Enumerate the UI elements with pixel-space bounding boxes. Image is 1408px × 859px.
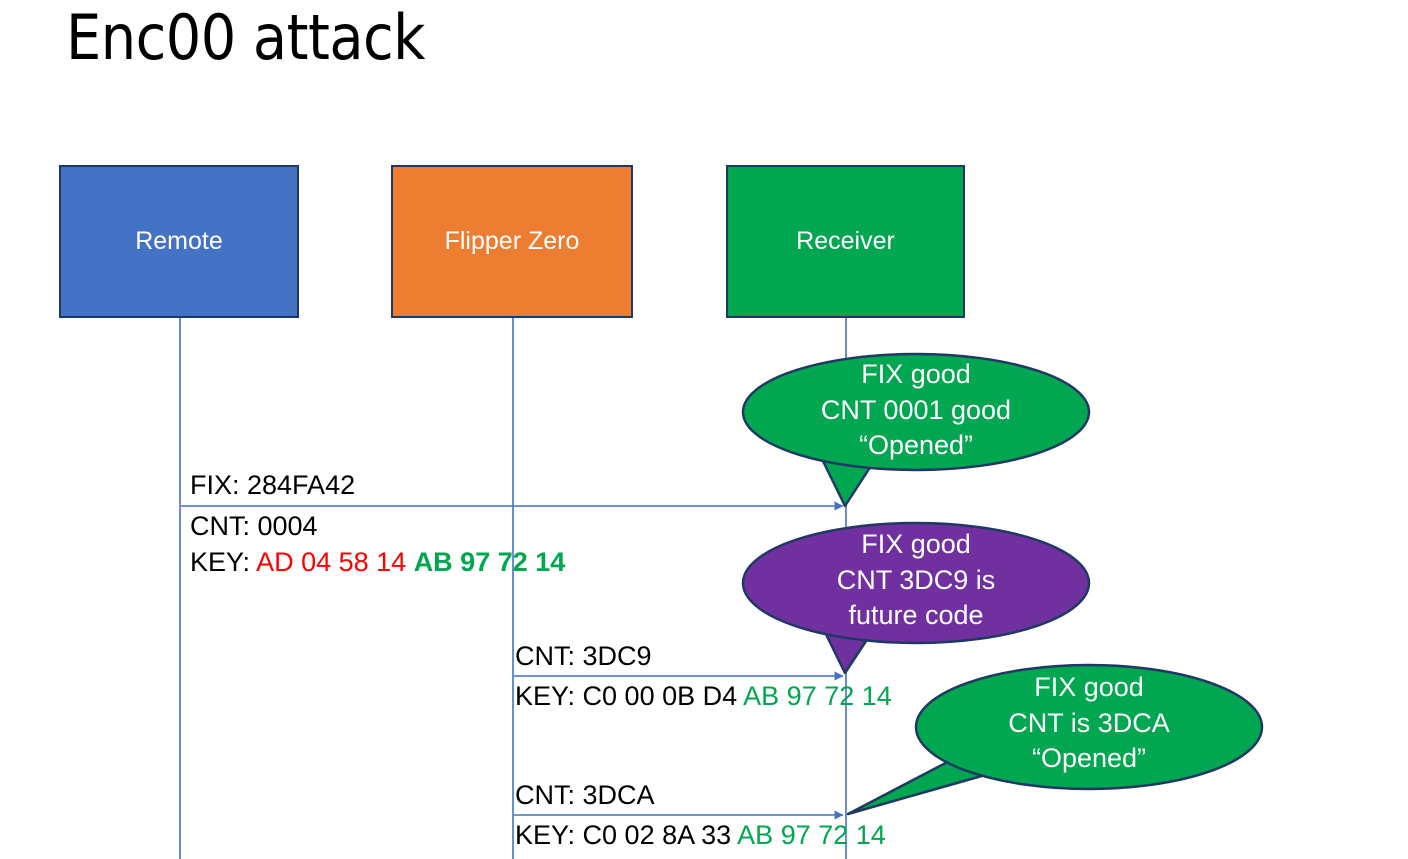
page-title: Enc00 attack	[66, 1, 425, 74]
message-label-cnt-0004: CNT: 0004	[190, 512, 318, 540]
bubble-1-shape	[741, 352, 1091, 508]
message-label-cnt-3dc9: CNT: 3DC9	[515, 642, 652, 670]
lane-label-flipper: Flipper Zero	[444, 227, 580, 255]
lane-box-remote[interactable]: Remote	[59, 165, 299, 318]
message-fix-text: FIX: 284FA42	[190, 470, 356, 500]
bubble-2-shape	[741, 521, 1091, 675]
key-3dc9-prefix: KEY: C0 00 0B D4	[515, 681, 744, 711]
message-label-key-3dc9: KEY: C0 00 0B D4 AB 97 72 14	[515, 682, 892, 710]
bubble-3-shape	[846, 663, 1264, 816]
lane-label-remote: Remote	[135, 227, 223, 255]
message-label-key-remote: KEY: AD 04 58 14 AB 97 72 14	[190, 548, 565, 576]
message-cnt-3dca-text: CNT: 3DCA	[515, 780, 655, 810]
message-cnt-text: CNT: 0004	[190, 511, 318, 541]
key-3dc9-green-bytes: AB 97 72 14	[743, 681, 892, 711]
key-green-bytes: AB 97 72 14	[413, 547, 566, 577]
message-label-fix: FIX: 284FA42	[190, 471, 355, 499]
message-label-key-3dca: KEY: C0 02 8A 33 AB 97 72 14	[515, 821, 886, 849]
key-3dca-green-bytes: AB 97 72 14	[737, 820, 886, 850]
key-3dca-prefix: KEY: C0 02 8A 33	[515, 820, 738, 850]
lane-box-receiver[interactable]: Receiver	[726, 165, 965, 318]
message-label-cnt-3dca: CNT: 3DCA	[515, 781, 655, 809]
key-red-bytes: AD 04 58 14	[256, 547, 414, 577]
lane-label-receiver: Receiver	[796, 227, 895, 255]
lane-box-flipper[interactable]: Flipper Zero	[391, 165, 633, 318]
key-prefix: KEY:	[190, 547, 257, 577]
message-cnt-3dc9-text: CNT: 3DC9	[515, 641, 652, 671]
